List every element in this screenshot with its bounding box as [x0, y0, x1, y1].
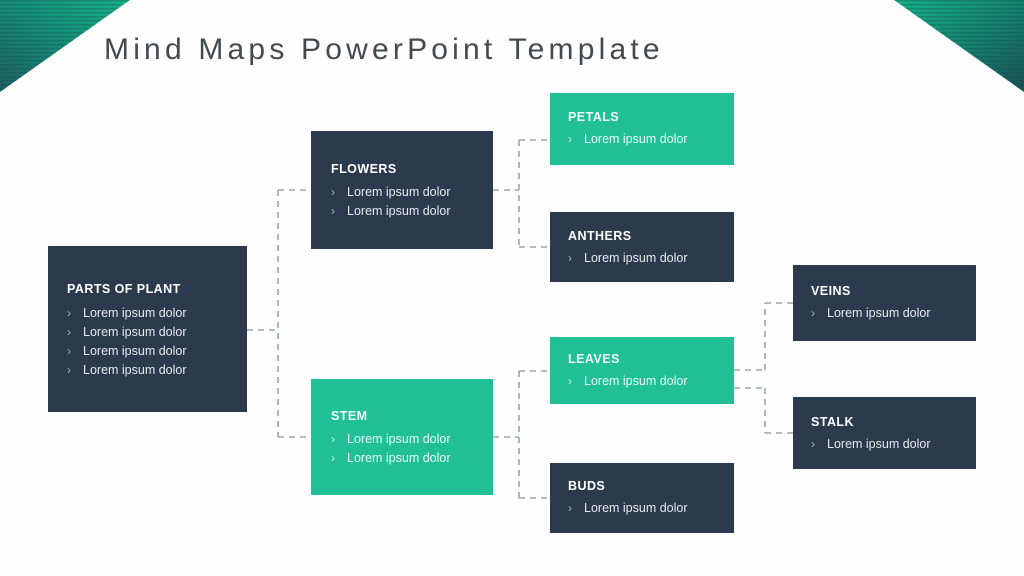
chevron-right-icon: › — [568, 251, 572, 265]
chevron-right-icon: › — [67, 363, 71, 377]
list-item: › Lorem ipsum dolor — [331, 449, 451, 468]
node-bullet-list: › Lorem ipsum dolor — [811, 304, 931, 323]
list-item-label: Lorem ipsum dolor — [584, 251, 688, 265]
node-flowers[interactable]: FLOWERS › Lorem ipsum dolor › Lorem ipsum … — [311, 131, 493, 249]
node-title: PETALS — [568, 110, 620, 124]
list-item: › Lorem ipsum dolor — [811, 435, 931, 454]
list-item-label: Lorem ipsum dolor — [83, 344, 187, 358]
slide-title: Mind Maps PowerPoint Template — [104, 33, 664, 66]
node-title: FLOWERS — [331, 162, 397, 176]
chevron-right-icon: › — [331, 185, 335, 199]
node-stalk[interactable]: STALK › Lorem ipsum dolor — [793, 397, 976, 469]
chevron-right-icon: › — [811, 437, 815, 451]
list-item-label: Lorem ipsum dolor — [827, 306, 931, 320]
chevron-right-icon: › — [568, 132, 572, 146]
chevron-right-icon: › — [67, 306, 71, 320]
node-anthers[interactable]: ANTHERS › Lorem ipsum dolor — [550, 212, 734, 282]
list-item-label: Lorem ipsum dolor — [347, 185, 451, 199]
node-title: STALK — [811, 415, 854, 429]
list-item: › Lorem ipsum dolor — [67, 342, 187, 361]
list-item-label: Lorem ipsum dolor — [584, 132, 688, 146]
list-item-label: Lorem ipsum dolor — [83, 325, 187, 339]
list-item: › Lorem ipsum dolor — [331, 202, 451, 221]
node-bullet-list: › Lorem ipsum dolor — [568, 372, 688, 391]
chevron-right-icon: › — [811, 306, 815, 320]
node-bullet-list: › Lorem ipsum dolor › Lorem ipsum dolor — [331, 183, 451, 221]
chevron-right-icon: › — [568, 501, 572, 515]
node-title: VEINS — [811, 284, 851, 298]
chevron-right-icon: › — [331, 451, 335, 465]
list-item: › Lorem ipsum dolor — [568, 499, 688, 518]
node-parts-of-plant[interactable]: PARTS OF PLANT › Lorem ipsum dolor › Lorem… — [48, 246, 247, 412]
node-title: ANTHERS — [568, 229, 632, 243]
node-buds[interactable]: BUDS › Lorem ipsum dolor — [550, 463, 734, 533]
node-leaves[interactable]: LEAVES › Lorem ipsum dolor — [550, 337, 734, 404]
chevron-right-icon: › — [67, 344, 71, 358]
chevron-right-icon: › — [568, 374, 572, 388]
chevron-right-icon: › — [67, 325, 71, 339]
list-item: › Lorem ipsum dolor — [331, 183, 451, 202]
node-title: STEM — [331, 409, 368, 423]
list-item: › Lorem ipsum dolor — [67, 361, 187, 380]
list-item-label: Lorem ipsum dolor — [83, 363, 187, 377]
list-item-label: Lorem ipsum dolor — [347, 451, 451, 465]
list-item: › Lorem ipsum dolor — [811, 304, 931, 323]
node-bullet-list: › Lorem ipsum dolor › Lorem ipsum dolor — [331, 430, 451, 468]
chevron-right-icon: › — [331, 204, 335, 218]
list-item: › Lorem ipsum dolor — [568, 249, 688, 268]
list-item-label: Lorem ipsum dolor — [83, 306, 187, 320]
node-bullet-list: › Lorem ipsum dolor › Lorem ipsum dolor › L… — [67, 304, 187, 380]
list-item-label: Lorem ipsum dolor — [347, 432, 451, 446]
list-item-label: Lorem ipsum dolor — [347, 204, 451, 218]
list-item: › Lorem ipsum dolor — [67, 323, 187, 342]
node-title: LEAVES — [568, 352, 620, 366]
list-item-label: Lorem ipsum dolor — [584, 501, 688, 515]
list-item: › Lorem ipsum dolor — [568, 372, 688, 391]
list-item: › Lorem ipsum dolor — [67, 304, 187, 323]
list-item-label: Lorem ipsum dolor — [827, 437, 931, 451]
node-veins[interactable]: VEINS › Lorem ipsum dolor — [793, 265, 976, 341]
list-item: › Lorem ipsum dolor — [568, 130, 688, 149]
list-item: › Lorem ipsum dolor — [331, 430, 451, 449]
node-petals[interactable]: PETALS › Lorem ipsum dolor — [550, 93, 734, 165]
node-bullet-list: › Lorem ipsum dolor — [568, 130, 688, 149]
chevron-right-icon: › — [331, 432, 335, 446]
node-bullet-list: › Lorem ipsum dolor — [811, 435, 931, 454]
node-stem[interactable]: STEM › Lorem ipsum dolor › Lorem ipsum dol… — [311, 379, 493, 495]
list-item-label: Lorem ipsum dolor — [584, 374, 688, 388]
node-title: BUDS — [568, 479, 606, 493]
node-bullet-list: › Lorem ipsum dolor — [568, 499, 688, 518]
node-title: PARTS OF PLANT — [67, 282, 181, 296]
node-bullet-list: › Lorem ipsum dolor — [568, 249, 688, 268]
